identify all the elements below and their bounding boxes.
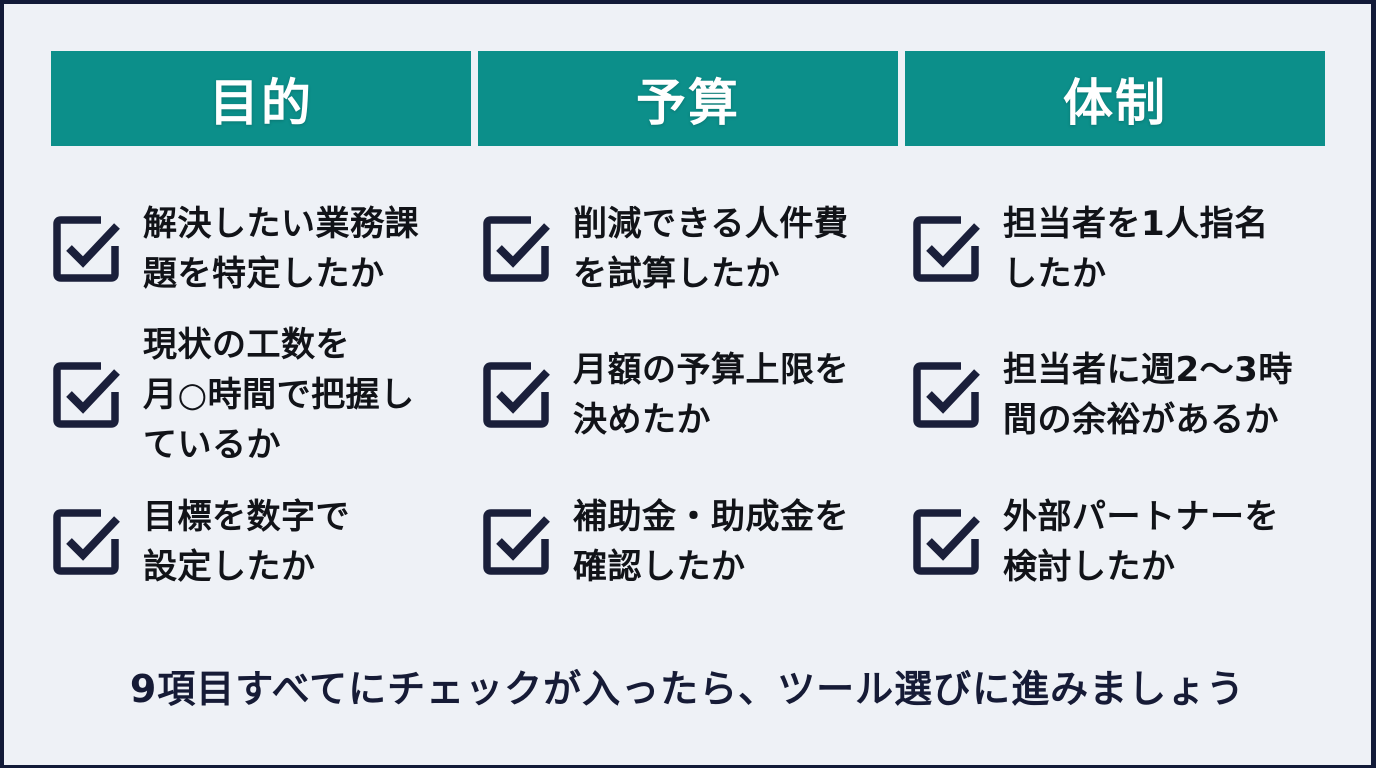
checklist-panel: 目的 予算 体制 解決したい業務課 題を特定したか 現状の工数を 月○時間で把握… <box>4 4 1371 765</box>
checklist-item[interactable]: 外部パートナーを 検討したか <box>911 492 1331 592</box>
checklist-item-text: 削減できる人件費 を試算したか <box>573 204 849 294</box>
column-header-label: 目的 <box>209 73 313 132</box>
checkbox-checked-icon[interactable] <box>481 360 551 430</box>
checklist-item[interactable]: 現状の工数を 月○時間で把握し ているか <box>51 320 471 470</box>
checkbox-checked-icon[interactable] <box>911 507 981 577</box>
checklist-item[interactable]: 目標を数字で 設定したか <box>51 492 471 592</box>
checklist-item[interactable]: 削減できる人件費 を試算したか <box>481 199 901 299</box>
checkbox-checked-icon[interactable] <box>911 214 981 284</box>
column-header-budget: 予算 <box>478 51 898 146</box>
checklist-item-text: 解決したい業務課 題を特定したか <box>143 204 419 294</box>
checklist-item[interactable]: 補助金・助成金を 確認したか <box>481 492 901 592</box>
checkbox-checked-icon[interactable] <box>481 214 551 284</box>
checkbox-checked-icon[interactable] <box>911 360 981 430</box>
checklist-item-text: 目標を数字で 設定したか <box>143 497 350 587</box>
checklist-item-text: 担当者に週2～3時 間の余裕があるか <box>1003 350 1293 440</box>
checklist-item[interactable]: 解決したい業務課 題を特定したか <box>51 199 471 299</box>
footer-message: 9項目すべてにチェックが入ったら、ツール選びに進みましょう <box>129 667 1246 711</box>
column-header-label: 予算 <box>636 73 740 132</box>
checkbox-checked-icon[interactable] <box>51 360 121 430</box>
checklist-item-text: 現状の工数を 月○時間で把握し ているか <box>143 325 415 465</box>
column-header-label: 体制 <box>1063 73 1167 132</box>
column-header-organization: 体制 <box>905 51 1325 146</box>
column-header-purpose: 目的 <box>51 51 471 146</box>
checkbox-checked-icon[interactable] <box>481 507 551 577</box>
checklist-item[interactable]: 担当者に週2～3時 間の余裕があるか <box>911 345 1331 445</box>
checklist-item-text: 担当者を1人指名 したか <box>1003 204 1269 294</box>
checklist-item[interactable]: 月額の予算上限を 決めたか <box>481 345 901 445</box>
checklist-item-text: 外部パートナーを 検討したか <box>1003 497 1279 587</box>
checkbox-checked-icon[interactable] <box>51 507 121 577</box>
checklist-item-text: 補助金・助成金を 確認したか <box>573 497 849 587</box>
checklist-item-text: 月額の予算上限を 決めたか <box>573 350 849 440</box>
checkbox-checked-icon[interactable] <box>51 214 121 284</box>
checklist-item[interactable]: 担当者を1人指名 したか <box>911 199 1331 299</box>
